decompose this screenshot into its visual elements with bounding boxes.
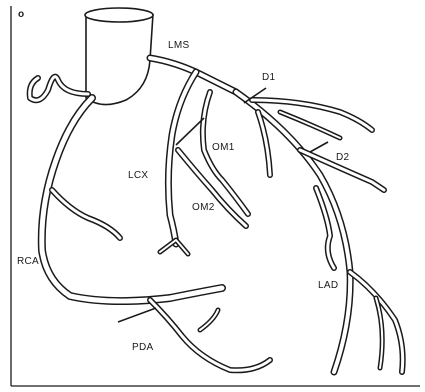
marker-lad — [310, 142, 328, 152]
panel-label: o — [18, 9, 24, 20]
vessel-rca — [42, 98, 222, 301]
vessel-om1 — [203, 92, 248, 214]
label-om1: OM1 — [212, 142, 235, 153]
marker-lcx — [176, 118, 204, 145]
label-d2: D2 — [336, 152, 350, 163]
vessel-rca-marginal — [52, 190, 120, 238]
label-d1: D1 — [262, 72, 276, 83]
vessel-pda — [150, 300, 270, 370]
vessel-lad-apex — [350, 272, 403, 372]
label-rca: RCA — [17, 256, 39, 267]
aorta — [85, 8, 153, 105]
label-lad: LAD — [318, 280, 338, 291]
label-lcx: LCX — [128, 170, 148, 181]
label-pda: PDA — [132, 342, 153, 353]
marker-pda — [118, 308, 156, 322]
label-om2: OM2 — [192, 202, 215, 213]
right-coronary-tree — [30, 77, 270, 371]
vessel-rca-conus — [30, 77, 88, 101]
left-coronary-tree — [150, 58, 403, 372]
label-lms: LMS — [168, 40, 189, 51]
